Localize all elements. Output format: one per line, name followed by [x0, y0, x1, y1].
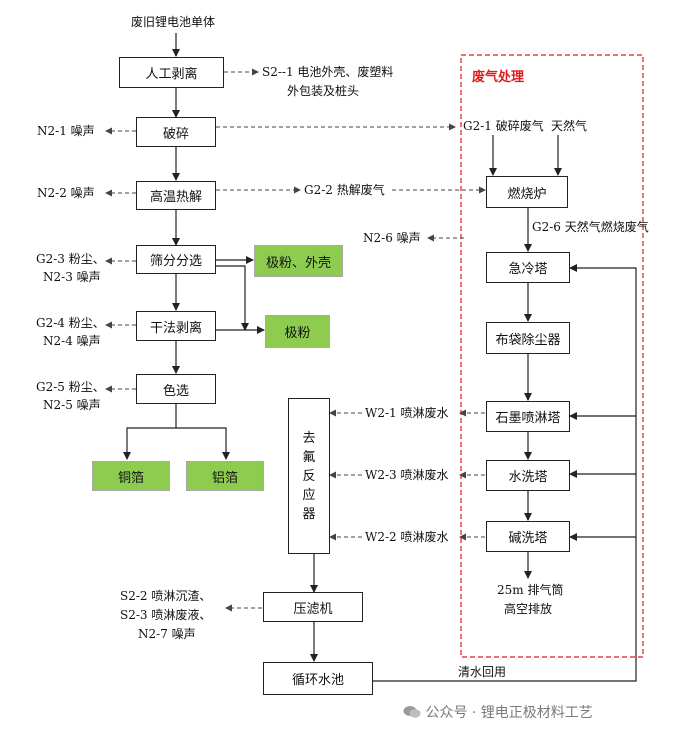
color-sorting-box: 色选	[136, 374, 216, 404]
reactor-char: 氟	[302, 449, 316, 465]
product-electrode-powder: 极粉	[265, 315, 330, 348]
manual-disassembly-box: 人工剥离	[119, 57, 224, 88]
wechat-icon	[403, 705, 421, 719]
reactor-char: 应	[302, 487, 316, 503]
watermark-text: 公众号 · 锂电正极材料工艺	[425, 705, 593, 721]
w2-2-label: W2-2 喷淋废水	[365, 530, 449, 544]
dry-stripping-box: 干法剥离	[136, 311, 216, 341]
n2-7-label: N2-7 噪声	[138, 627, 196, 641]
clear-water-reuse-label: 清水回用	[458, 665, 507, 679]
pyrolysis-box: 高温热解	[136, 181, 216, 210]
product-electrode-powder-shell: 极粉、外壳	[254, 245, 343, 277]
water-wash-tower-box: 水洗塔	[486, 460, 570, 491]
incinerator-box: 燃烧炉	[486, 176, 568, 208]
circulation-pool-box: 循环水池	[263, 662, 373, 695]
product-copper-foil: 铜箔	[92, 461, 170, 491]
g2-4-label: G2-4 粉尘、	[36, 316, 105, 330]
source-label: 废旧锂电池单体	[131, 15, 216, 29]
g2-5-label: G2-5 粉尘、	[36, 380, 105, 394]
s2-2-label: S2-2 喷淋沉渣、	[120, 589, 212, 603]
graphite-spray-tower-box: 石墨喷淋塔	[486, 401, 570, 432]
w2-3-label: W2-3 喷淋废水	[365, 468, 449, 482]
n2-5-label: N2-5 噪声	[43, 398, 101, 412]
n2-6-label: N2-6 噪声	[363, 231, 421, 245]
n2-4-label: N2-4 噪声	[43, 334, 101, 348]
s2-1-label-line2: 外包装及桩头	[287, 84, 360, 98]
waste-gas-region	[460, 54, 644, 658]
crushing-box: 破碎	[136, 117, 216, 147]
n2-3-label: N2-3 噪声	[43, 270, 101, 284]
filter-press-box: 压滤机	[263, 592, 363, 622]
g2-1-label: G2-1 破碎废气	[463, 119, 544, 133]
n2-1-label: N2-1 噪声	[37, 124, 95, 138]
alkali-wash-tower-box: 碱洗塔	[486, 521, 570, 552]
n2-2-label: N2-2 噪声	[37, 186, 95, 200]
exhaust-stack-label: 25m 排气筒	[497, 583, 564, 597]
waste-gas-title: 废气处理	[472, 70, 525, 85]
flow-line	[123, 403, 177, 460]
reactor-char: 去	[302, 430, 316, 446]
flow-line	[176, 427, 230, 460]
exhaust-release-label: 高空排放	[504, 602, 553, 616]
g2-2-label: G2-2 热解废气	[304, 183, 385, 197]
g2-6-label: G2-6 天然气燃烧废气	[532, 220, 649, 234]
reactor-char: 器	[302, 506, 316, 522]
flow-line	[216, 265, 249, 331]
watermark: 公众号 · 锂电正极材料工艺	[403, 702, 593, 722]
natural-gas-label: 天然气	[551, 119, 588, 133]
quench-tower-box: 急冷塔	[486, 252, 570, 283]
product-aluminum-foil: 铝箔	[186, 461, 264, 491]
w2-1-label: W2-1 喷淋废水	[365, 406, 449, 420]
s2-1-label: S2--1 电池外壳、废塑料	[262, 65, 394, 79]
bag-filter-box: 布袋除尘器	[486, 322, 570, 354]
screening-box: 筛分分选	[136, 245, 216, 274]
g2-3-label: G2-3 粉尘、	[36, 252, 105, 266]
reactor-char: 反	[302, 468, 316, 484]
s2-3-label: S2-3 喷淋废液、	[120, 608, 212, 622]
defluorination-reactor-box: 去 氟 反 应 器	[288, 398, 330, 554]
